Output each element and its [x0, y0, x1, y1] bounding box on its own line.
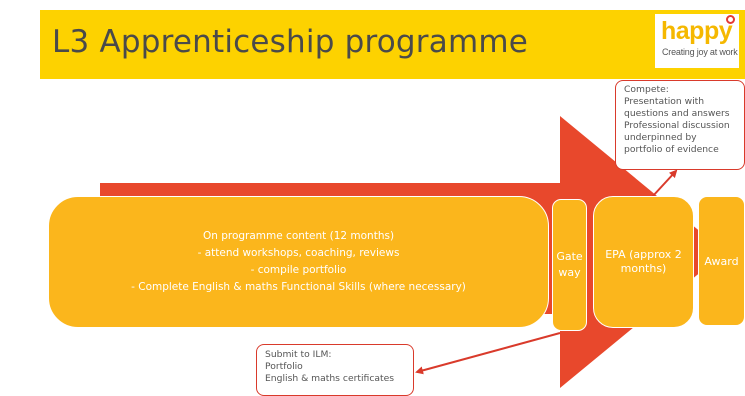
logo-circle-icon — [726, 15, 735, 24]
compete-line-1: Compete: — [624, 84, 669, 95]
epa-label-2: months) — [620, 262, 667, 275]
compete-line-6: portfolio of evidence — [624, 144, 719, 155]
epa-box: EPA (approx 2 months) — [593, 196, 694, 328]
happy-logo: happy Creating joy at work — [655, 14, 739, 68]
compete-line-3: questions and answers — [624, 108, 730, 119]
submit-line-3: English & maths certificates — [265, 373, 395, 384]
submit-callout: Submit to ILM: Portfolio English & maths… — [256, 344, 414, 396]
submit-line-2: Portfolio — [265, 361, 303, 372]
logo-tagline: Creating joy at work — [662, 47, 738, 57]
gateway-label-2: way — [558, 266, 581, 279]
compete-line-2: Presentation with — [624, 96, 705, 107]
compete-callout: Compete: Presentation with questions and… — [615, 80, 745, 170]
page-title: L3 Apprenticeship programme — [52, 24, 529, 60]
compete-connector-arrow — [651, 169, 678, 198]
title-band — [40, 10, 745, 79]
gateway-box: Gate way — [552, 199, 587, 331]
on-programme-line-2: - attend workshops, coaching, reviews — [197, 247, 400, 259]
submit-connector-arrow — [415, 332, 561, 375]
epa-label-1: EPA (approx 2 — [605, 248, 682, 261]
logo-word: happy — [661, 17, 733, 45]
award-box: Award — [698, 196, 745, 326]
on-programme-box: On programme content (12 months) - atten… — [48, 196, 549, 328]
submit-line-1: Submit to ILM: — [265, 349, 332, 360]
compete-line-5: underpinned by — [624, 132, 697, 143]
on-programme-line-4: - Complete English & maths Functional Sk… — [131, 281, 466, 293]
compete-line-4: Professional discussion — [624, 120, 730, 131]
on-programme-line-3: - compile portfolio — [250, 264, 347, 276]
gateway-label-1: Gate — [556, 250, 583, 263]
award-label: Award — [704, 254, 739, 268]
on-programme-line-1: On programme content (12 months) — [202, 230, 395, 242]
